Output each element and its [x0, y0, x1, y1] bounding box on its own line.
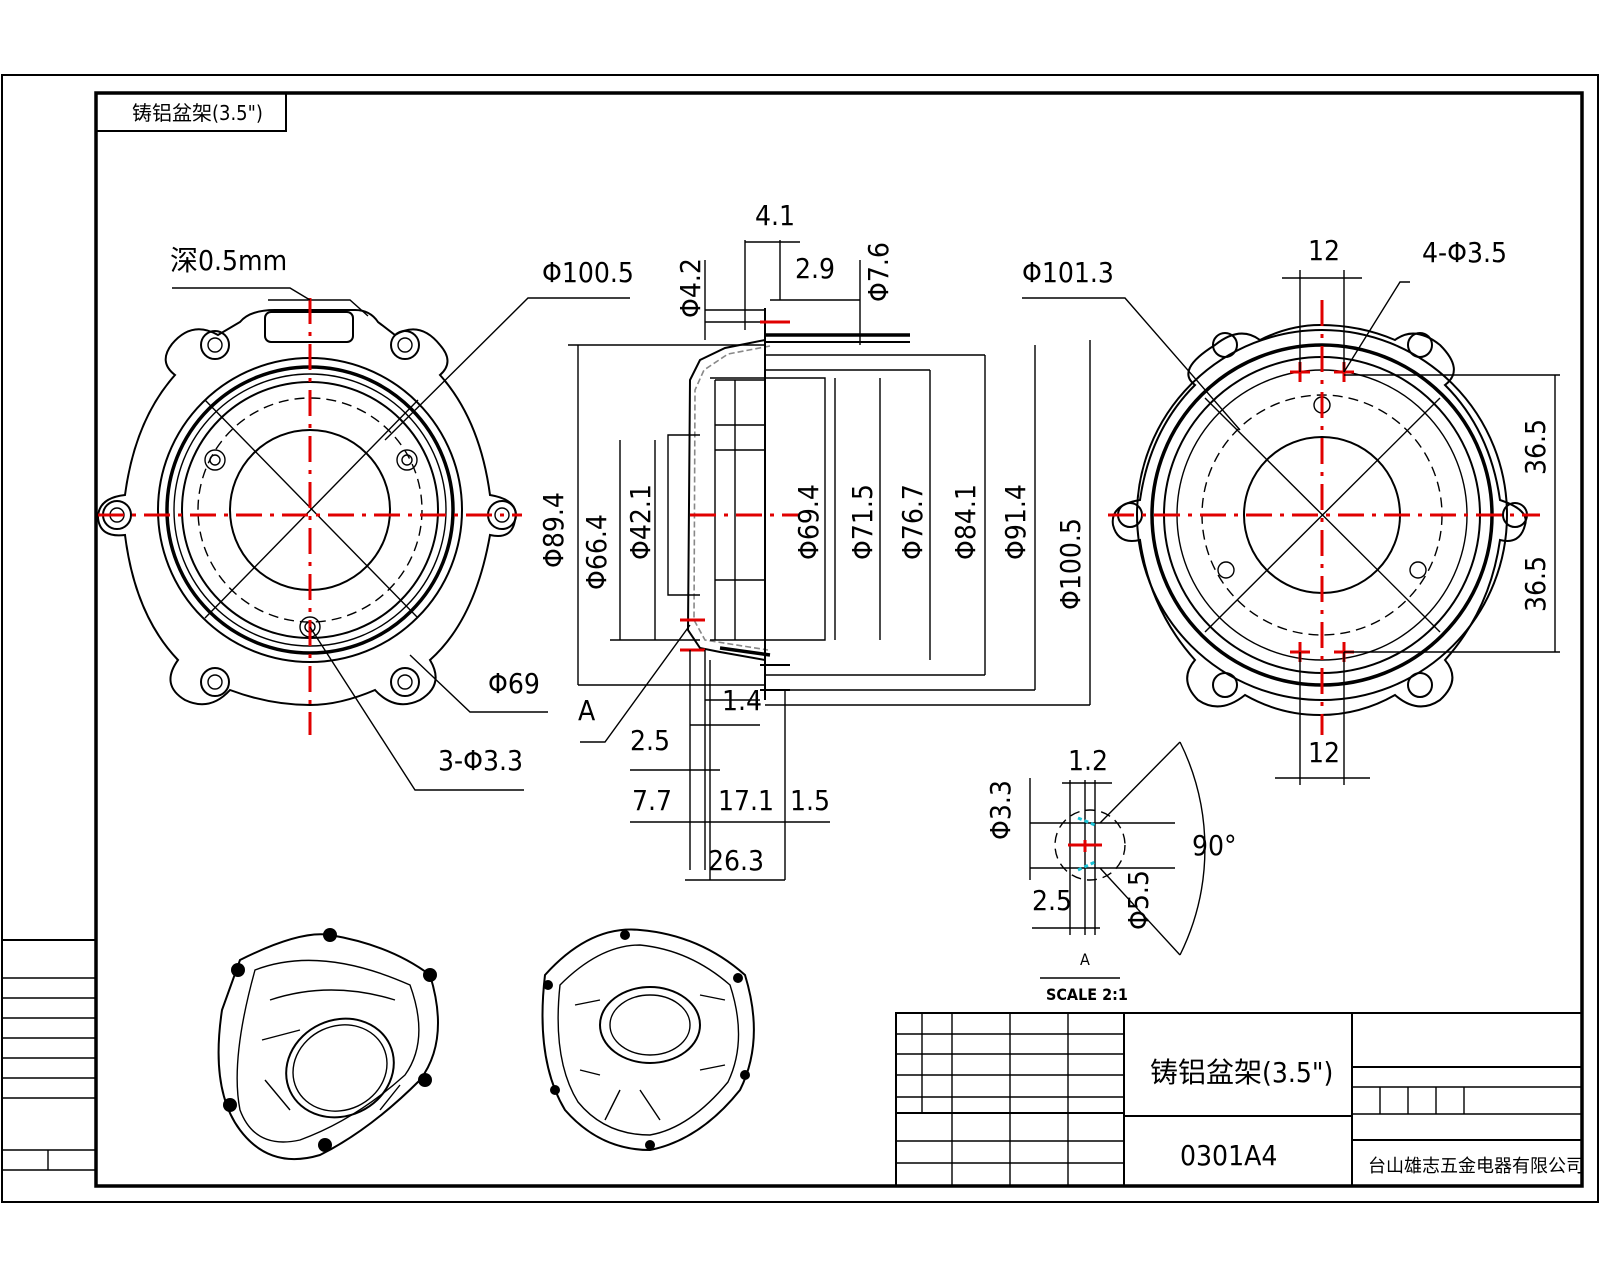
- front-inner-diameter-label: Φ69: [488, 667, 540, 700]
- depth-note-label: 深0.5mm: [170, 244, 287, 277]
- section-dim-phi-76-7: Φ76.7: [896, 484, 929, 560]
- detail-hole-diameter: Φ3.3: [984, 780, 1017, 840]
- section-dim-phi-71-5: Φ71.5: [846, 484, 879, 560]
- drawing-number: 0301A4: [1180, 1139, 1277, 1172]
- front-holes-label: 3-Φ3.3: [438, 744, 523, 777]
- section-view: 4.1 2.9 Φ4.2 Φ7.6 Φ89.4 Φ66.4 Φ42.1 Φ69.…: [537, 199, 1091, 881]
- corner-title-box: 铸铝盆架(3.5"): [95, 92, 287, 132]
- section-dim-2-5: 2.5: [630, 724, 670, 757]
- rear-holes-label: 4-Φ3.5: [1422, 236, 1507, 269]
- detail-label: A: [1080, 950, 1090, 969]
- section-dim-phi-66-4: Φ66.4: [580, 514, 613, 590]
- section-dim-phi-91-4: Φ91.4: [999, 484, 1032, 560]
- detail-view-a: 1.2 Φ3.3 90° 2.5 Φ5.5 A SCALE 2:1: [984, 741, 1237, 1004]
- sheet-frame: [1, 74, 1599, 1203]
- isometric-view-rear: [541, 928, 755, 1152]
- section-dim-4-1: 4.1: [755, 199, 795, 232]
- isometric-rear-boss: [543, 930, 750, 1150]
- rear-spacing-top: 12: [1308, 234, 1340, 267]
- title-block: 铸铝盆架(3.5") 0301A4 台山雄志五金电器有限公司: [895, 1012, 1584, 1187]
- section-dim-phi-7-6: Φ7.6: [862, 242, 895, 302]
- rear-spacing-bottom: 12: [1308, 736, 1340, 769]
- section-dim-phi-89-4: Φ89.4: [537, 492, 570, 568]
- section-dim-26-3: 26.3: [708, 844, 764, 877]
- detail-scale: SCALE 2:1: [1046, 985, 1128, 1004]
- rear-outer-diameter-label: Φ101.3: [1022, 256, 1114, 289]
- front-outer-diameter-label: Φ100.5: [542, 256, 634, 289]
- front-view: 深0.5mm Φ100.5 Φ69 3-Φ3.3: [96, 244, 634, 791]
- company-name: 台山雄志五金电器有限公司: [1368, 1156, 1584, 1177]
- section-detail-marker: A: [578, 694, 596, 727]
- section-dim-phi-84-1: Φ84.1: [949, 484, 982, 560]
- section-dim-phi-42-1: Φ42.1: [624, 484, 657, 560]
- rear-view: 12 4-Φ3.5 Φ101.3 36.5 36.5 12: [1022, 234, 1560, 785]
- mounting-boss: [102, 330, 517, 697]
- revision-strip: [2, 939, 96, 1171]
- detail-countersink-diameter: Φ5.5: [1122, 870, 1155, 930]
- detail-depth: 2.5: [1032, 884, 1072, 917]
- rear-lower-offset: 36.5: [1519, 556, 1552, 612]
- section-dim-phi-100-5: Φ100.5: [1054, 518, 1087, 610]
- section-dim-17-1: 17.1: [718, 784, 774, 817]
- isometric-boss: [223, 928, 437, 1152]
- section-dim-1-4: 1.4: [722, 684, 762, 717]
- section-dim-1-5: 1.5: [790, 784, 830, 817]
- section-dim-phi-69-4: Φ69.4: [792, 484, 825, 560]
- drawing-title: 铸铝盆架(3.5"): [1150, 1056, 1333, 1089]
- rear-upper-offset: 36.5: [1519, 419, 1552, 475]
- isometric-view-front: [217, 928, 439, 1161]
- detail-width-label: 1.2: [1068, 744, 1108, 777]
- section-dim-phi-4-2: Φ4.2: [674, 258, 707, 318]
- section-dim-2-9: 2.9: [795, 252, 835, 285]
- section-dim-7-7: 7.7: [632, 784, 672, 817]
- corner-title: 铸铝盆架(3.5"): [132, 101, 263, 125]
- detail-angle: 90°: [1192, 829, 1237, 862]
